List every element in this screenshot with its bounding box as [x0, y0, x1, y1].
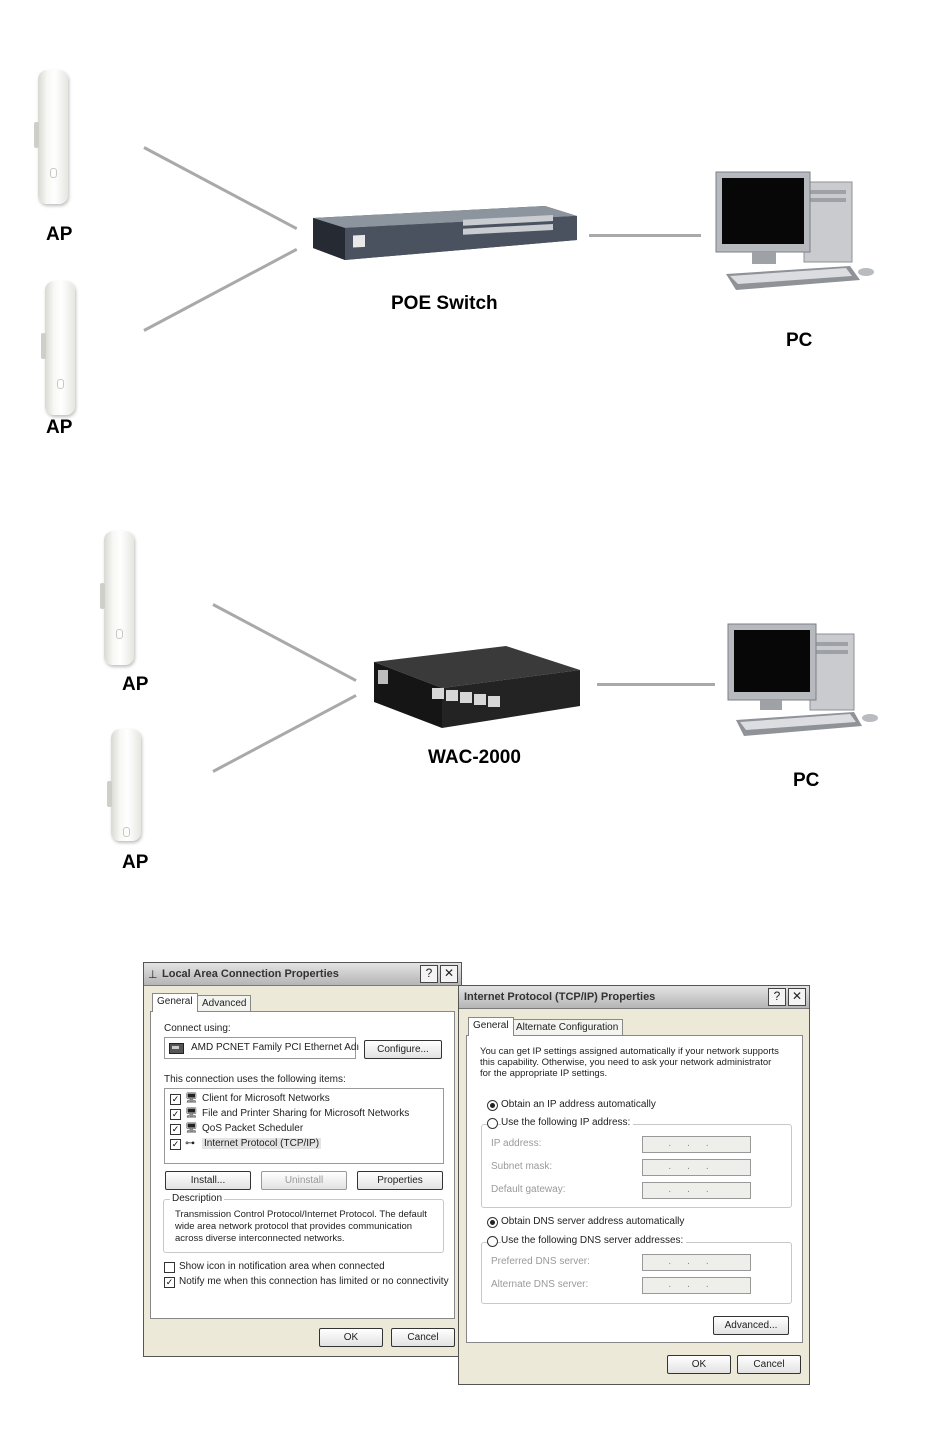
general-tab-panel: Connect using: AMD PCNET Family PCI Ethe… — [150, 1011, 455, 1319]
wac-2000-label: WAC-2000 — [428, 747, 521, 768]
ip-address-label: IP address: — [491, 1138, 542, 1149]
alternate-dns-field[interactable]: ... — [642, 1277, 751, 1294]
preferred-dns-field[interactable]: ... — [642, 1254, 751, 1271]
list-item[interactable]: ✓ ⊶ Internet Protocol (TCP/IP) — [170, 1138, 430, 1152]
item-label: Client for Microsoft Networks — [202, 1093, 330, 1104]
connection-line — [212, 603, 357, 682]
use-following-dns-label: Use the following DNS server addresses: — [501, 1235, 687, 1246]
item-checkbox[interactable]: ✓ — [170, 1094, 181, 1105]
connection-line — [212, 694, 357, 773]
ap-label: AP — [122, 674, 149, 695]
show-icon-checkbox[interactable] — [164, 1262, 175, 1273]
connection-line — [589, 234, 701, 237]
obtain-ip-auto-label: Obtain an IP address automatically — [501, 1099, 656, 1110]
item-label: File and Printer Sharing for Microsoft N… — [202, 1108, 410, 1119]
access-point-1-image — [34, 70, 68, 204]
local-area-connection-properties-dialog: ⊥ Local Area Connection Properties ? ✕ G… — [143, 962, 462, 1357]
help-button[interactable]: ? — [768, 988, 786, 1006]
connection-line — [597, 683, 715, 686]
tab-general[interactable]: General — [468, 1017, 514, 1036]
close-button[interactable]: ✕ — [788, 988, 806, 1006]
install-button[interactable]: Install... — [165, 1171, 251, 1190]
adapter-field: AMD PCNET Family PCI Ethernet Adı — [164, 1037, 360, 1059]
network-adapter-icon — [169, 1043, 184, 1054]
description-label: Description — [170, 1193, 225, 1204]
tab-advanced[interactable]: Advanced — [197, 995, 252, 1012]
list-item[interactable]: ✓ 🖥 Client for Microsoft Networks — [170, 1093, 430, 1107]
notify-label: Notify me when this connection has limit… — [179, 1276, 449, 1287]
poe-switch-label: POE Switch — [391, 293, 498, 314]
connect-using-label: Connect using: — [164, 1023, 231, 1034]
adapter-name: AMD PCNET Family PCI Ethernet Adı — [191, 1042, 360, 1053]
static-ip-group — [481, 1124, 792, 1208]
connection-line — [143, 146, 298, 231]
dialog-title-bar[interactable]: ⊥ Local Area Connection Properties ? ✕ — [144, 963, 461, 986]
access-point-3-image — [100, 531, 134, 665]
ap-label: AP — [46, 224, 73, 245]
preferred-dns-label: Preferred DNS server: — [491, 1256, 590, 1267]
static-dns-group — [481, 1242, 792, 1304]
description-group — [163, 1199, 444, 1253]
advanced-button[interactable]: Advanced... — [713, 1316, 789, 1335]
item-label: Internet Protocol (TCP/IP) — [202, 1138, 322, 1149]
cancel-button[interactable]: Cancel — [391, 1328, 455, 1347]
ok-button[interactable]: OK — [319, 1328, 383, 1347]
protocol-icon: ⊶ — [185, 1138, 195, 1149]
close-button[interactable]: ✕ — [440, 965, 458, 983]
list-item[interactable]: ✓ 🖥 QoS Packet Scheduler — [170, 1123, 430, 1137]
subnet-mask-field[interactable]: ... — [642, 1159, 751, 1176]
item-checkbox[interactable]: ✓ — [170, 1124, 181, 1135]
tcpip-properties-dialog: Internet Protocol (TCP/IP) Properties ? … — [458, 985, 810, 1385]
obtain-dns-auto-label: Obtain DNS server address automatically — [501, 1216, 685, 1227]
default-gateway-field[interactable]: ... — [642, 1182, 751, 1199]
pc-label: PC — [786, 330, 813, 351]
connection-line — [143, 247, 298, 332]
general-tab-panel: You can get IP settings assigned automat… — [466, 1035, 803, 1343]
ap-label: AP — [46, 417, 73, 438]
access-point-4-image — [107, 729, 141, 841]
uninstall-button[interactable]: Uninstall — [261, 1171, 347, 1190]
use-following-dns-radio[interactable] — [487, 1236, 498, 1247]
obtain-ip-auto-radio[interactable] — [487, 1100, 498, 1111]
tab-general[interactable]: General — [152, 993, 198, 1012]
cancel-button[interactable]: Cancel — [737, 1355, 801, 1374]
ap-label: AP — [122, 852, 149, 873]
scheduler-icon: 🖥 — [185, 1123, 198, 1134]
pc-image — [727, 623, 878, 736]
pc-label: PC — [793, 770, 820, 791]
pc-image — [715, 171, 874, 290]
notify-checkbox[interactable]: ✓ — [164, 1277, 175, 1288]
list-item[interactable]: ✓ 🖥 File and Printer Sharing for Microso… — [170, 1108, 430, 1122]
network-icon: ⊥ — [148, 969, 158, 981]
alternate-dns-label: Alternate DNS server: — [491, 1279, 589, 1290]
dialog-title-bar[interactable]: Internet Protocol (TCP/IP) Properties ? … — [459, 986, 809, 1009]
subnet-mask-label: Subnet mask: — [491, 1161, 553, 1172]
default-gateway-label: Default gateway: — [491, 1184, 566, 1195]
item-label: QoS Packet Scheduler — [202, 1123, 304, 1134]
dialog-title: Internet Protocol (TCP/IP) Properties — [464, 991, 656, 1003]
use-following-ip-label: Use the following IP address: — [501, 1117, 634, 1128]
poe-switch-image — [313, 206, 577, 260]
item-checkbox[interactable]: ✓ — [170, 1139, 181, 1150]
properties-button[interactable]: Properties — [357, 1171, 443, 1190]
items-label: This connection uses the following items… — [164, 1074, 346, 1085]
dialog-title: Local Area Connection Properties — [162, 968, 339, 980]
tab-alternate-configuration[interactable]: Alternate Configuration — [511, 1019, 624, 1036]
wac-2000-controller-image — [374, 646, 580, 728]
access-point-2-image — [41, 281, 75, 415]
description-text: Transmission Control Protocol/Internet P… — [175, 1209, 427, 1244]
item-checkbox[interactable]: ✓ — [170, 1109, 181, 1120]
configure-button[interactable]: Configure... — [364, 1040, 442, 1059]
ip-address-field[interactable]: ... — [642, 1136, 751, 1153]
help-button[interactable]: ? — [420, 965, 438, 983]
info-text: You can get IP settings assigned automat… — [480, 1046, 779, 1079]
components-list: ✓ 🖥 Client for Microsoft Networks ✓ 🖥 Fi… — [164, 1088, 444, 1164]
file-sharing-icon: 🖥 — [185, 1108, 198, 1119]
client-network-icon: 🖥 — [185, 1093, 198, 1104]
show-icon-label: Show icon in notification area when conn… — [179, 1261, 385, 1272]
ok-button[interactable]: OK — [667, 1355, 731, 1374]
obtain-dns-auto-radio[interactable] — [487, 1217, 498, 1228]
use-following-ip-radio[interactable] — [487, 1118, 498, 1129]
